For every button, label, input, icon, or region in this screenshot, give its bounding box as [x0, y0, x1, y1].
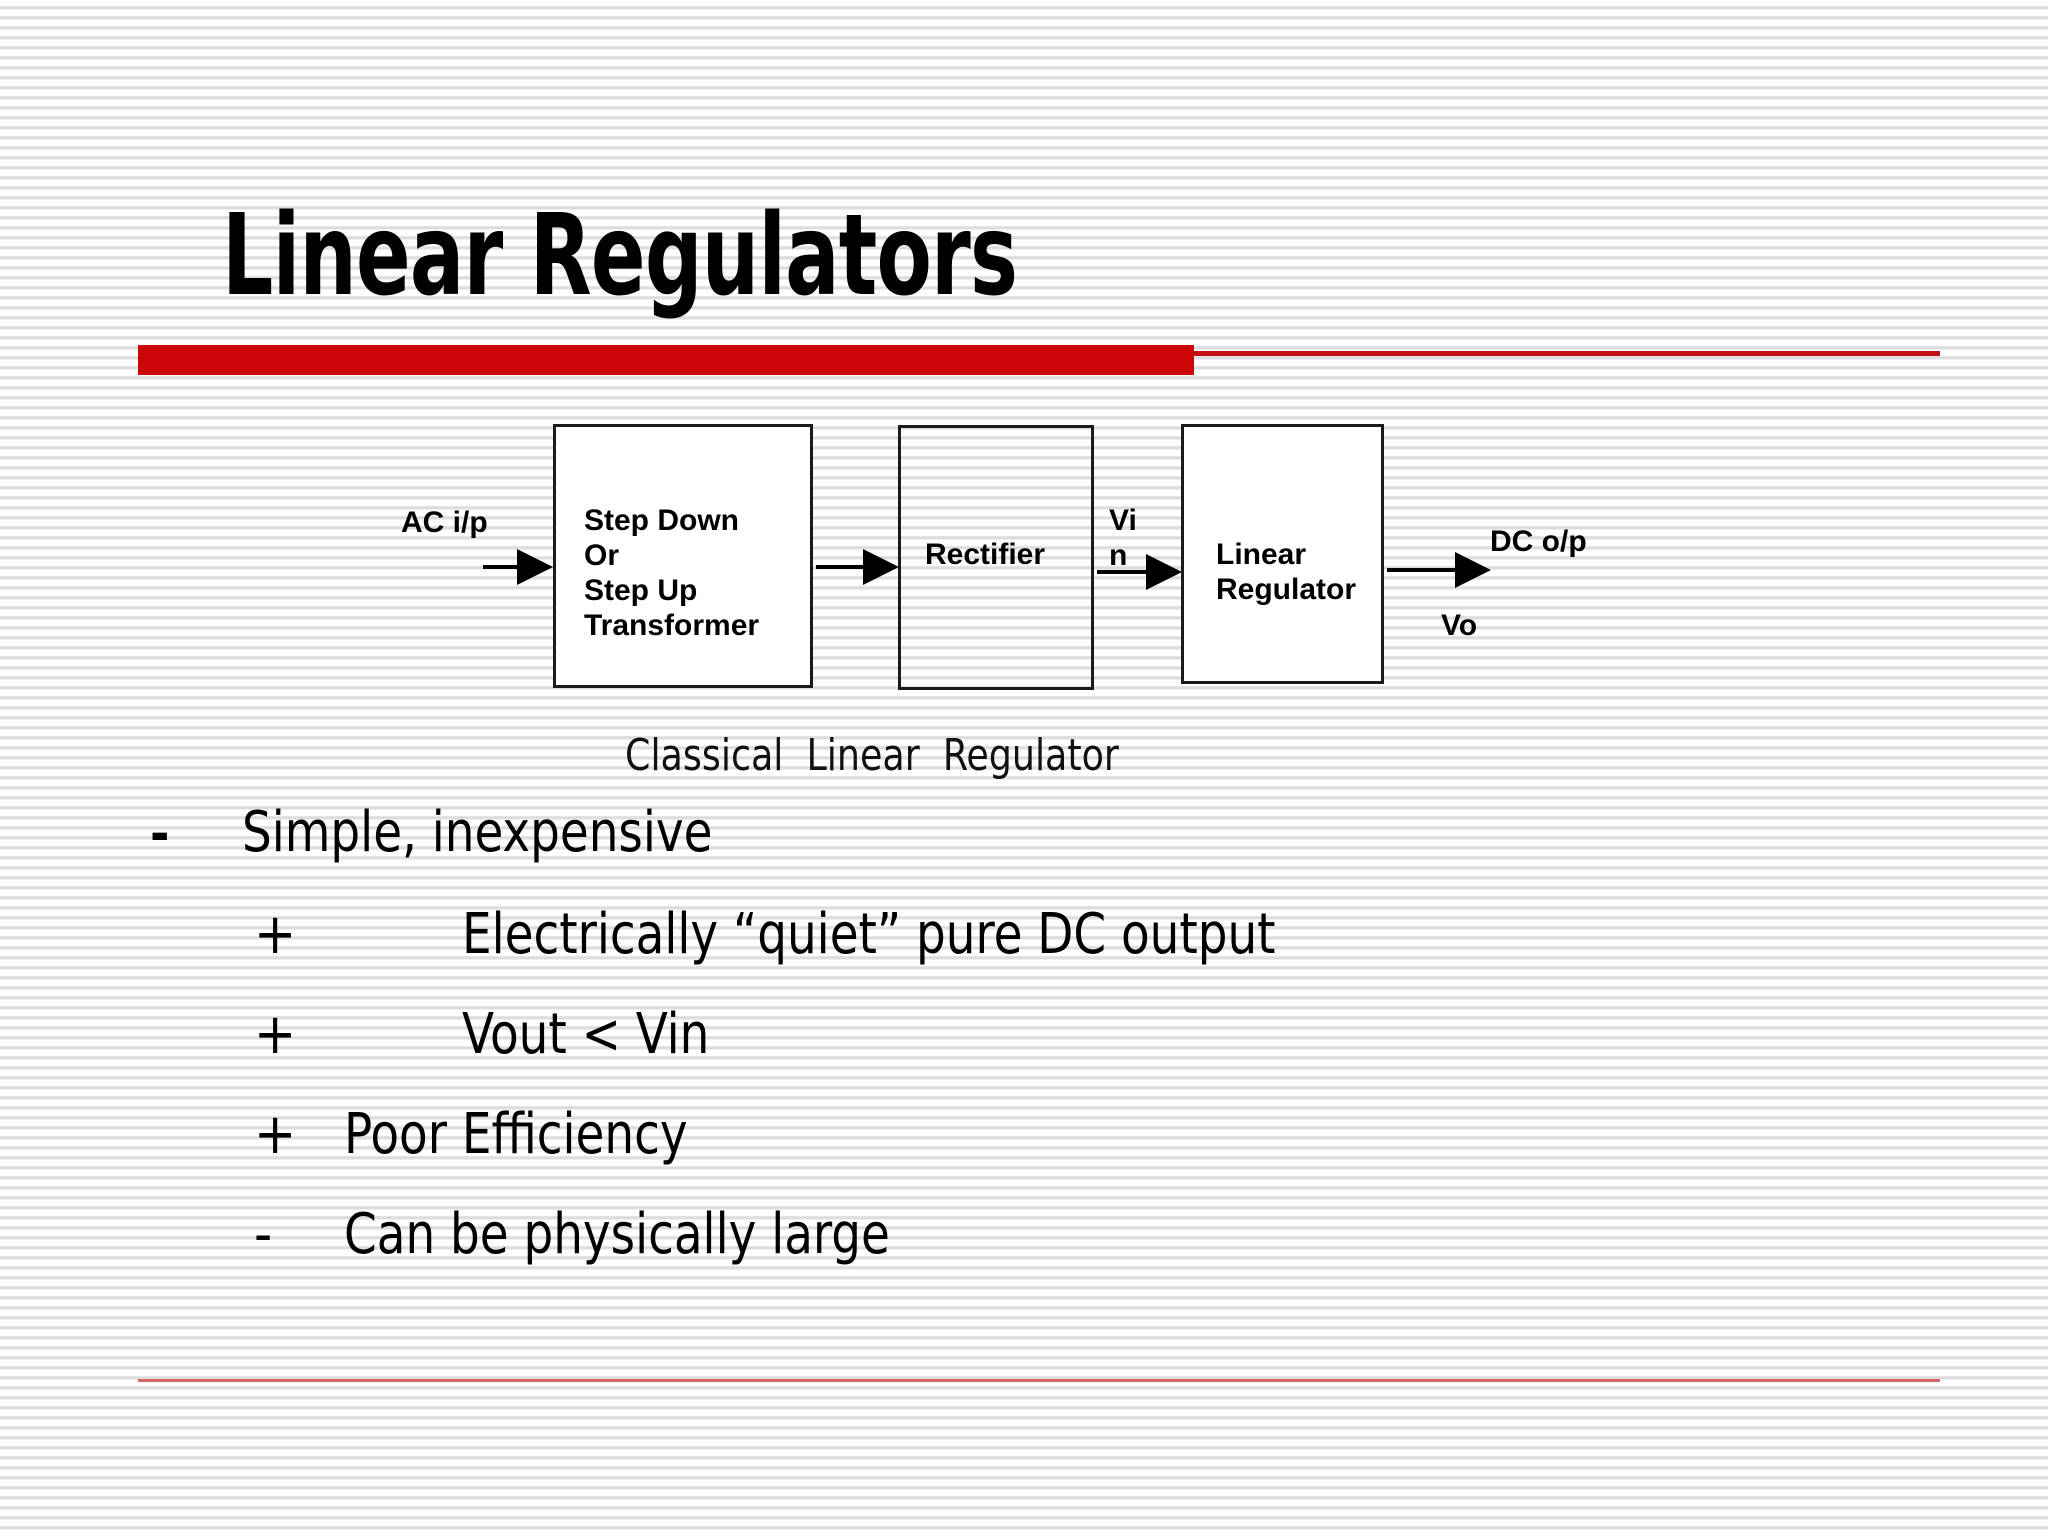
list-item: + Electrically “quiet” pure DC output — [254, 902, 1950, 1002]
diagram-box-rectifier — [898, 425, 1094, 690]
bullet-text: Electrically “quiet” pure DC output — [462, 902, 1276, 967]
list-item: + Vout < Vin — [254, 1002, 1950, 1102]
bullet-text: Simple, inexpensive — [242, 800, 713, 865]
diagram-label-transformer: Step Down Or Step Up Transformer — [584, 504, 760, 643]
diagram-label-vin: Vi n — [1109, 504, 1137, 573]
diagram-box-linear-regulator — [1181, 424, 1384, 684]
list-item: + Poor Efficiency — [254, 1102, 1950, 1202]
diagram-label-dc-output: DC o/p — [1490, 525, 1587, 558]
diagram-box-transformer — [553, 424, 813, 688]
list-item: - Simple, inexpensive — [150, 800, 1950, 902]
diagram-label-vo: Vo — [1441, 609, 1478, 642]
bullet-marker: - — [254, 1202, 273, 1267]
bullet-marker: + — [254, 1102, 297, 1167]
bullet-text: Poor Efficiency — [344, 1102, 688, 1167]
diagram-label-rectifier: Rectifier — [925, 538, 1046, 571]
bullet-marker: - — [150, 804, 170, 864]
bullet-marker: + — [254, 902, 297, 967]
page-title: Linear Regulators — [222, 191, 1018, 321]
diagram-label-linear-regulator: Linear Regulator — [1216, 538, 1357, 607]
block-diagram: Step Down Or Step Up Transformer Rectifi… — [401, 424, 1587, 781]
diagram-arrows — [483, 549, 1491, 590]
bullet-list: - Simple, inexpensive + Electrically “qu… — [150, 800, 1950, 1302]
bullet-text: Can be physically large — [344, 1202, 890, 1267]
footer-rule — [138, 1379, 1940, 1382]
diagram-caption: Classical Linear Regulator — [625, 730, 1119, 781]
bullet-text: Vout < Vin — [462, 1002, 710, 1067]
bullet-marker: + — [254, 1002, 297, 1067]
title-accent-bar — [138, 345, 1194, 375]
list-item: - Can be physically large — [254, 1202, 1950, 1302]
diagram-label-ac-input: AC i/p — [401, 506, 488, 539]
